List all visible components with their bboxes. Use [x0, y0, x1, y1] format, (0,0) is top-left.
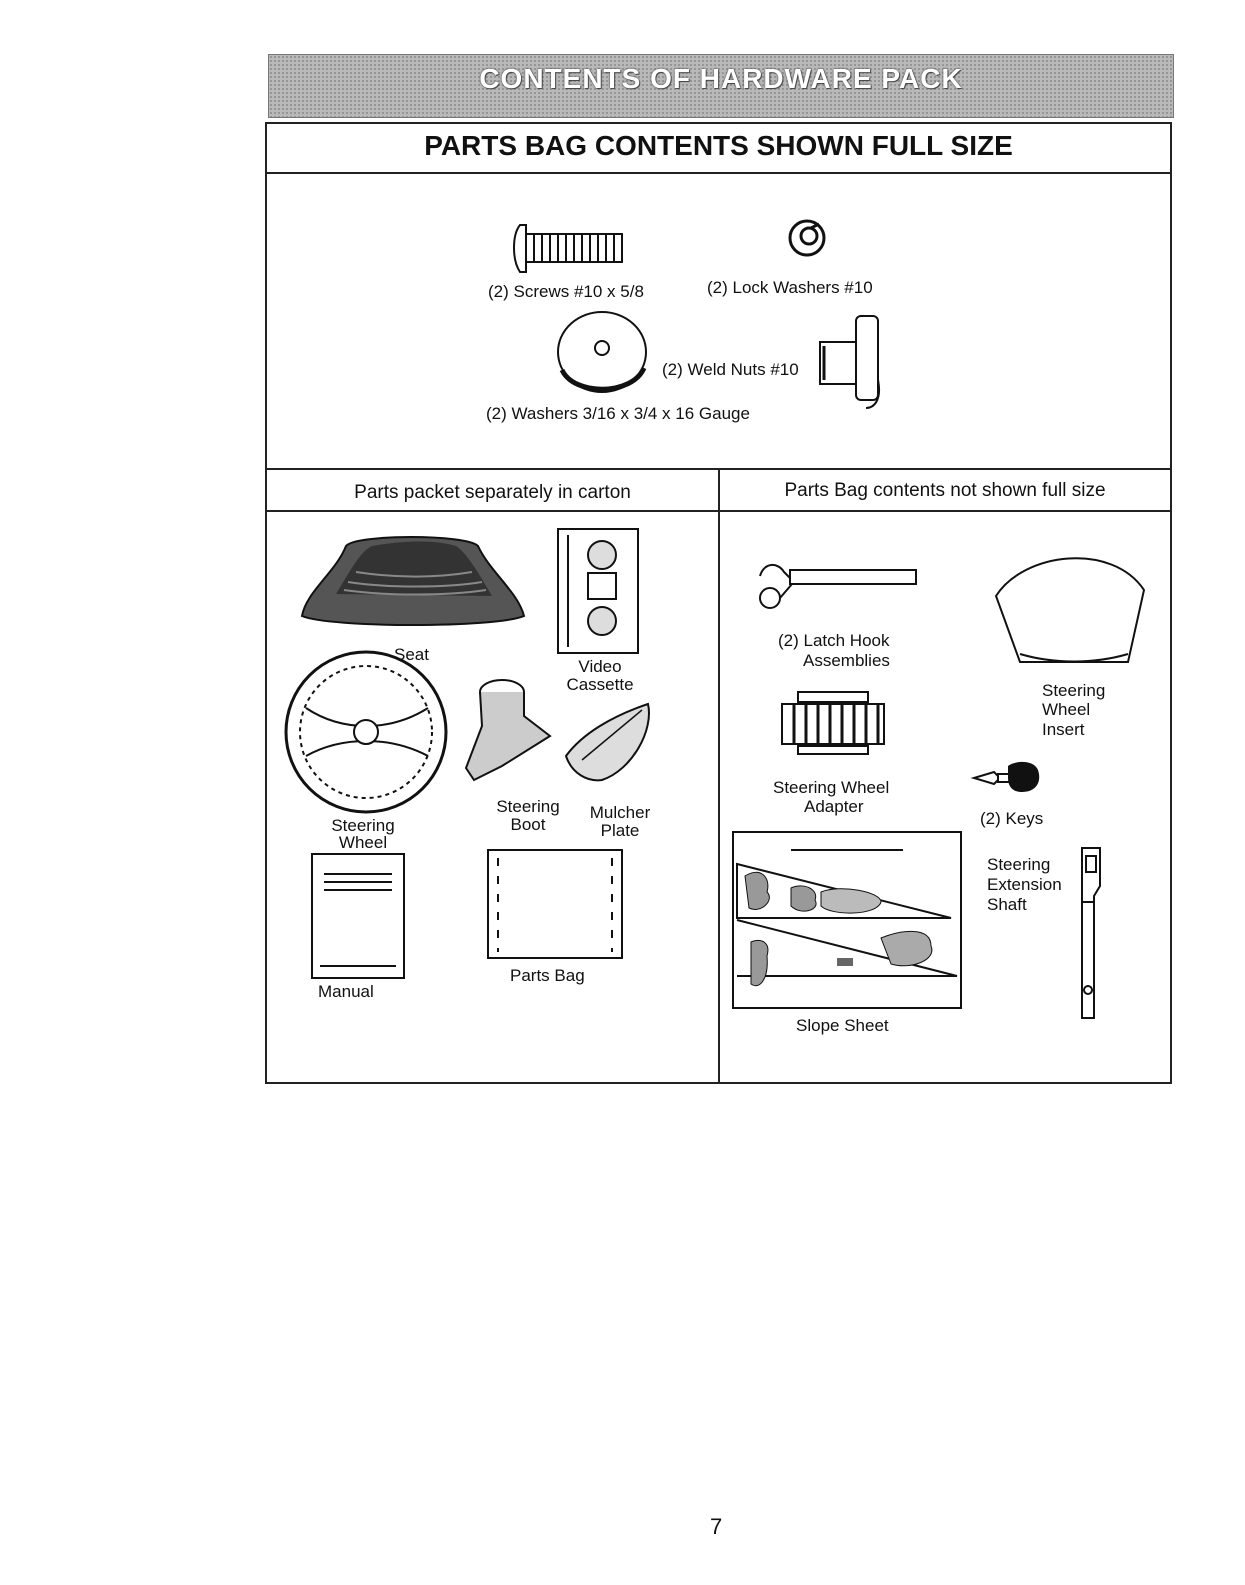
mulcher-plate-label-1: Mulcher [580, 803, 660, 823]
weld-nut-icon [816, 310, 886, 414]
steering-wheel-icon [282, 648, 452, 818]
full-size-heading-bar: PARTS BAG CONTENTS SHOWN FULL SIZE [267, 124, 1170, 174]
steering-extension-shaft-icon [1078, 846, 1104, 1022]
key-icon [972, 760, 1042, 796]
slope-sheet-icon [731, 830, 963, 1010]
column-divider [718, 470, 720, 1082]
lock-washer-icon [785, 214, 835, 264]
insert-label-3: Insert [1042, 720, 1085, 740]
screws-label: (2) Screws #10 x 5/8 [488, 282, 644, 302]
page-number: 7 [710, 1514, 722, 1540]
keys-label: (2) Keys [980, 809, 1043, 829]
latch-hook-label-1: (2) Latch Hook [778, 631, 890, 651]
steering-boot-label-2: Boot [488, 815, 568, 835]
weld-nuts-label: (2) Weld Nuts #10 [662, 360, 799, 380]
mulcher-plate-label-2: Plate [580, 821, 660, 841]
video-label-1: Video [560, 657, 640, 677]
steering-wheel-adapter-icon [778, 690, 888, 756]
seat-icon [296, 532, 528, 632]
parts-bag-icon [486, 848, 626, 962]
latch-hook-icon [756, 558, 922, 612]
lock-washers-label: (2) Lock Washers #10 [707, 278, 873, 298]
manual-label: Manual [318, 982, 374, 1002]
not-full-size-heading: Parts Bag contents not shown full size [720, 474, 1170, 502]
shaft-label-3: Shaft [987, 895, 1027, 915]
shaft-label-1: Steering [987, 855, 1050, 875]
full-size-heading: PARTS BAG CONTENTS SHOWN FULL SIZE [267, 124, 1170, 162]
steering-boot-label-1: Steering [488, 797, 568, 817]
steering-wheel-insert-icon [994, 546, 1146, 666]
washer-icon [548, 300, 658, 400]
manual-icon [310, 852, 406, 980]
latch-hook-label-2: Assemblies [803, 651, 890, 671]
banner-title: CONTENTS OF HARDWARE PACK [269, 63, 1173, 95]
adapter-label-1: Steering Wheel [773, 778, 889, 798]
shaft-label-2: Extension [987, 875, 1062, 895]
mulcher-plate-icon [562, 700, 662, 784]
hardware-pack-banner: CONTENTS OF HARDWARE PACK [268, 54, 1174, 118]
parts-bag-label: Parts Bag [510, 966, 585, 986]
video-cassette-icon [556, 527, 640, 657]
carton-heading-bar: Parts packet separately in carton [267, 474, 718, 512]
carton-heading: Parts packet separately in carton [267, 474, 718, 504]
not-full-size-heading-bar: Parts Bag contents not shown full size [720, 474, 1170, 512]
slope-sheet-label: Slope Sheet [796, 1016, 889, 1036]
video-label-2: Cassette [560, 675, 640, 695]
washers-label: (2) Washers 3/16 x 3/4 x 16 Gauge [486, 404, 750, 424]
steering-wheel-label-2: Wheel [318, 833, 408, 853]
screw-icon [510, 220, 630, 280]
insert-label-1: Steering [1042, 681, 1105, 701]
adapter-label-2: Adapter [804, 797, 864, 817]
insert-label-2: Wheel [1042, 700, 1090, 720]
steering-boot-icon [462, 676, 558, 786]
